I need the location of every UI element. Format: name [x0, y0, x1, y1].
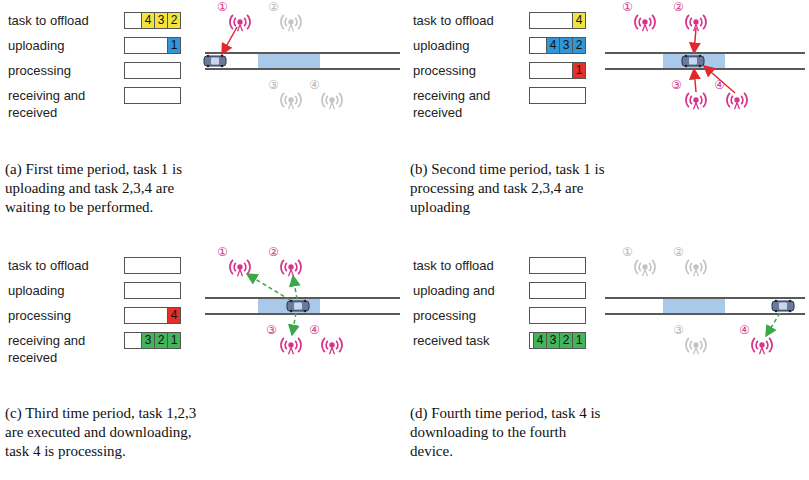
task-cell: 1	[572, 333, 585, 348]
row-label: receiving and received	[8, 87, 124, 121]
queue-box: 4	[529, 12, 586, 29]
queue-box: 4321	[529, 332, 586, 349]
task-cell: 4	[546, 38, 559, 53]
queue-box	[124, 87, 181, 104]
queue-row: processing	[413, 307, 586, 324]
queue-box	[529, 87, 586, 104]
callout-number: ①	[622, 0, 633, 14]
row-label: task to offload	[413, 257, 529, 274]
road	[605, 15, 805, 109]
callout-number: ②	[268, 245, 279, 259]
task-cell: 2	[167, 13, 180, 28]
queue-row: receiving and received	[413, 87, 586, 121]
queue-box: 432	[529, 37, 586, 54]
subcaption: (c) Third time period, task 1,2,3 are ex…	[5, 404, 201, 461]
task-cell: 4	[167, 308, 180, 323]
queue-box: 1	[124, 37, 181, 54]
row-label: task to offload	[8, 257, 124, 274]
row-label: uploading	[8, 282, 124, 299]
queue-row: processing 1	[413, 62, 586, 79]
queue-box	[124, 257, 181, 274]
subcaption: (a) First time period, task 1 is uploadi…	[5, 160, 201, 217]
row-label: uploading	[8, 37, 124, 54]
task-cell: 4	[572, 13, 585, 28]
callout-number: ②	[673, 245, 684, 259]
subcaption: (b) Second time period, task 1 is proces…	[410, 160, 606, 217]
row-label: processing	[8, 307, 124, 324]
row-label: receiving and received	[413, 87, 529, 121]
queue-row: task to offload	[413, 257, 586, 274]
queue-row: processing 4	[8, 307, 181, 324]
task-cell: 3	[154, 13, 167, 28]
subcaption: (d) Fourth time period, task 4 is downlo…	[410, 404, 606, 461]
task-cell: 4	[141, 13, 154, 28]
callout-number: ③	[266, 323, 277, 337]
queue-row: receiving and received321	[8, 332, 181, 366]
callout-number: ②	[673, 0, 684, 14]
queue-box	[529, 307, 586, 324]
queue-box	[529, 257, 586, 274]
task-cell: 2	[154, 333, 167, 348]
row-label: processing	[8, 62, 124, 79]
queue-row: task to offload	[8, 257, 181, 274]
queue-row: task to offload432	[8, 12, 181, 29]
road	[204, 15, 400, 109]
callout-number: ①	[622, 245, 633, 259]
queue-box	[529, 282, 586, 299]
queue-row: received task4321	[413, 332, 586, 349]
callout-number: ③	[673, 323, 684, 337]
queue-box: 321	[124, 332, 181, 349]
task-cell: 3	[141, 333, 154, 348]
queue-box: 1	[529, 62, 586, 79]
queue-row: receiving and received	[8, 87, 181, 121]
callout-number: ④	[714, 78, 725, 92]
row-label: task to offload	[413, 12, 529, 29]
callout-number: ①	[217, 0, 228, 14]
queue-box: 432	[124, 12, 181, 29]
road	[205, 260, 400, 354]
queue-box: 4	[124, 307, 181, 324]
queue-row: task to offload 4	[413, 12, 586, 29]
row-label: uploading	[413, 37, 529, 54]
queue-row: uploading	[8, 282, 181, 299]
row-label: processing	[413, 62, 529, 79]
queue-row: uploading and	[413, 282, 586, 299]
queue-box	[124, 62, 181, 79]
task-cell: 1	[167, 333, 180, 348]
row-label: task to offload	[8, 12, 124, 29]
task-cell: 3	[559, 38, 572, 53]
row-label: receiving and received	[8, 332, 124, 366]
row-label: uploading and	[413, 282, 529, 299]
row-label: received task	[413, 332, 529, 349]
task-cell: 1	[572, 63, 585, 78]
callout-number: ④	[309, 323, 320, 337]
task-cell: 3	[546, 333, 559, 348]
queue-row: uploading432	[413, 37, 586, 54]
task-cell: 2	[559, 333, 572, 348]
callout-number: ④	[739, 323, 750, 337]
road	[605, 260, 805, 354]
queue-box	[124, 282, 181, 299]
task-cell: 4	[533, 333, 546, 348]
task-cell: 1	[167, 38, 180, 53]
callout-number: ④	[309, 78, 320, 92]
queue-row: processing	[8, 62, 181, 79]
callout-number: ③	[268, 78, 279, 92]
callout-number: ②	[268, 0, 279, 14]
callout-number: ③	[671, 78, 682, 92]
row-label: processing	[413, 307, 529, 324]
queue-row: uploading 1	[8, 37, 181, 54]
task-cell: 2	[572, 38, 585, 53]
callout-number: ①	[217, 245, 228, 259]
